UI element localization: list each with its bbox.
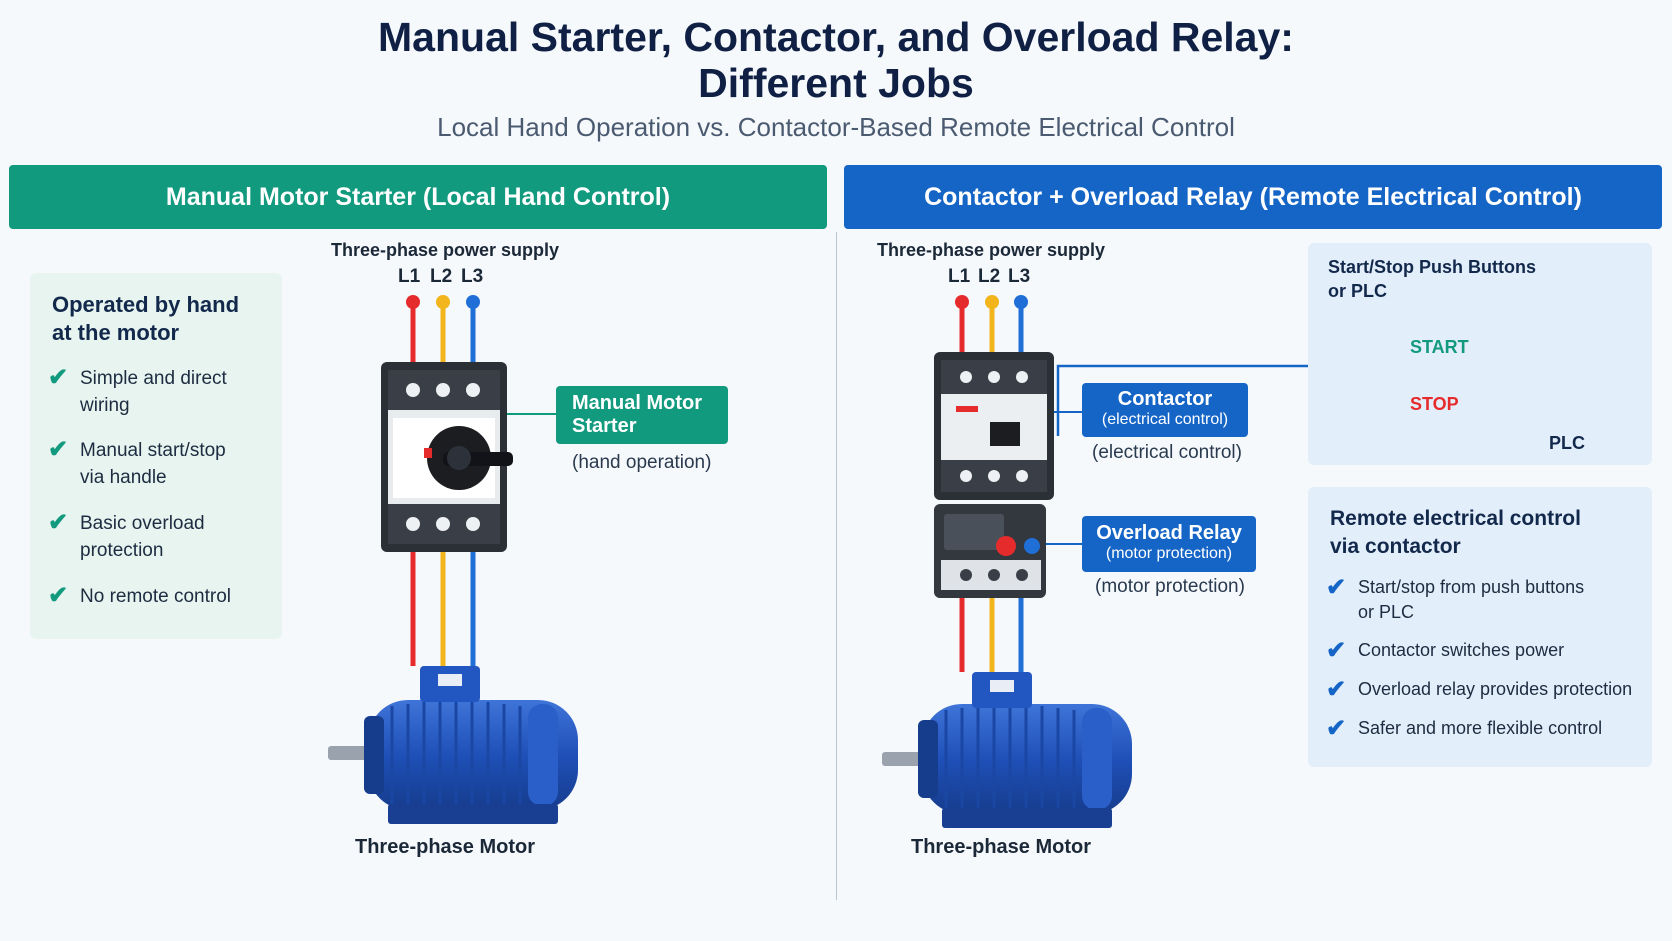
left-feature-panel: Operated by hand at the motor ✔ Simple a… (30, 273, 282, 639)
check-icon: ✔ (1326, 676, 1347, 703)
feature-line1: Overload relay provides protection (1358, 679, 1633, 699)
overload-relay-note: (motor protection) (1095, 576, 1245, 597)
overload-relay-device (934, 504, 1046, 598)
feature-line2: protection (80, 540, 164, 561)
feature-line1: Simple and direct (80, 368, 227, 389)
manual-starter-tag-line2: Starter (572, 415, 637, 437)
right-motor-graphic (882, 672, 1132, 828)
left-phase-l1: L1 (398, 266, 421, 287)
left-supply-wires (406, 295, 480, 372)
right-motor-label: Three-phase Motor (910, 836, 1092, 858)
check-icon: ✔ (48, 582, 69, 609)
check-icon: ✔ (48, 364, 69, 391)
title-line2: Different Jobs (698, 60, 974, 106)
left-motor-wires (410, 552, 476, 666)
control-panel: Start/Stop Push Buttons or PLC START STO… (1308, 243, 1652, 465)
right-supply-label: Three-phase power supply (876, 240, 1106, 260)
left-phase-l3: L3 (461, 266, 484, 287)
manual-starter-tag-line1: Manual Motor (572, 392, 702, 414)
feature-line2: wiring (80, 395, 130, 416)
manual-starter-note: (hand operation) (572, 452, 712, 473)
banner-contactor-overload: Contactor + Overload Relay (Remote Elect… (844, 165, 1662, 229)
check-icon: ✔ (1326, 574, 1347, 601)
plc-label: PLC (1549, 433, 1585, 453)
feature-line2: or PLC (1358, 602, 1415, 622)
right-panel-title-line1: Remote electrical control (1330, 507, 1581, 530)
contactor-note: (electrical control) (1092, 442, 1242, 463)
right-phase-l3: L3 (1008, 266, 1031, 287)
page-title: Manual Starter, Contactor, and Overload … (0, 14, 1672, 106)
overload-relay-tag-title: Overload Relay (1096, 522, 1242, 544)
right-panel-title-line2: via contactor (1330, 535, 1461, 558)
check-icon: ✔ (1326, 637, 1347, 664)
left-panel-title-line2: at the motor (52, 320, 180, 345)
feature-line1: Start/stop from push buttons (1358, 577, 1585, 597)
section-divider (836, 232, 837, 900)
contactor-tag-title: Contactor (1117, 388, 1213, 410)
check-icon: ✔ (1326, 715, 1347, 742)
right-motor-wires (959, 598, 1024, 672)
feature-line2: via handle (80, 467, 167, 488)
feature-line1: Basic overload (80, 513, 205, 534)
contactor-tag-sub: (electrical control) (1101, 411, 1229, 428)
start-label: START (1410, 337, 1469, 357)
contactor-tag: Contactor (electrical control) (1082, 383, 1248, 437)
left-panel-title: Operated by hand at the motor (52, 291, 239, 347)
right-feature-panel: Remote electrical control via contactor … (1308, 487, 1652, 767)
feature-line1: No remote control (80, 586, 232, 607)
right-phase-l1: L1 (948, 266, 971, 287)
left-supply-label: Three-phase power supply (330, 240, 560, 260)
stop-label: STOP (1410, 394, 1459, 414)
right-phase-l2: L2 (978, 266, 1001, 287)
banner-manual-starter: Manual Motor Starter (Local Hand Control… (9, 165, 827, 229)
feature-line1: Safer and more flexible control (1358, 718, 1603, 738)
title-line1: Manual Starter, Contactor, and Overload … (378, 14, 1294, 60)
left-phase-l2: L2 (430, 266, 453, 287)
control-panel-title-line2: or PLC (1328, 281, 1388, 301)
page-subtitle: Local Hand Operation vs. Contactor-Based… (437, 112, 1235, 142)
left-motor-label: Three-phase Motor (354, 836, 536, 858)
control-panel-title: Start/Stop Push Buttons or PLC (1328, 255, 1536, 303)
right-supply-wires (955, 295, 1028, 362)
left-panel-title-line1: Operated by hand (52, 292, 240, 317)
feature-line1: Contactor switches power (1358, 640, 1565, 660)
left-motor-graphic (328, 666, 578, 824)
overload-relay-tag-sub: (motor protection) (1105, 545, 1233, 562)
manual-starter-tag: Manual Motor Starter (556, 386, 728, 444)
check-icon: ✔ (48, 509, 69, 536)
overload-relay-tag: Overload Relay (motor protection) (1082, 516, 1256, 572)
manual-motor-starter-device (381, 362, 513, 552)
contactor-device (934, 352, 1054, 500)
feature-line1: Manual start/stop (80, 440, 226, 461)
right-panel-title: Remote electrical control via contactor (1330, 505, 1581, 561)
control-panel-title-line1: Start/Stop Push Buttons (1328, 257, 1536, 277)
check-icon: ✔ (48, 436, 69, 463)
